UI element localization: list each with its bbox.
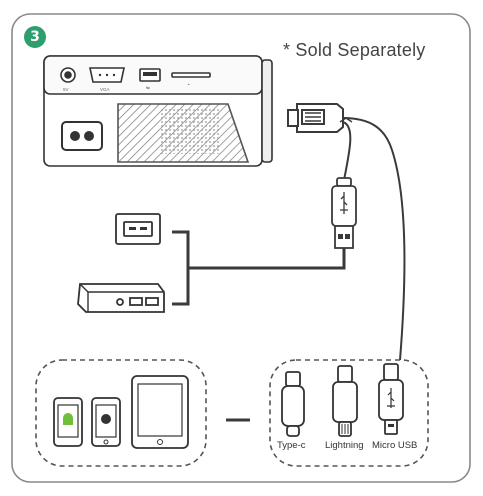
- connector-label-lightning: Lightning: [325, 440, 364, 451]
- svg-text:⇆: ⇆: [146, 85, 150, 90]
- lightning-connector-icon: [332, 365, 358, 437]
- power-bracket: [172, 230, 346, 306]
- micro-usb-connector-icon: [378, 363, 404, 435]
- sold-separately-note: * Sold Separately: [283, 40, 426, 60]
- usb-a-plug: [331, 177, 357, 249]
- devices-group-outline: [35, 359, 207, 467]
- svg-text:VGA: VGA: [100, 87, 110, 92]
- svg-text:•: •: [188, 82, 190, 87]
- port-labels: 5V VGA ⇆ •: [63, 82, 190, 92]
- connectors-group-outline: [269, 359, 429, 467]
- tablet-icon: [131, 375, 189, 449]
- power-bank-icon: [77, 283, 165, 313]
- connector-label-micro-usb: Micro USB: [372, 440, 418, 451]
- svg-text:5V: 5V: [63, 87, 69, 92]
- apple-phone-icon: [91, 397, 121, 447]
- android-phone-icon: [53, 397, 83, 447]
- connector-label-type-c: Type-c: [277, 440, 306, 451]
- projector-illustration: [43, 55, 273, 167]
- wall-socket-icon: [115, 213, 161, 245]
- type-c-connector-icon: [281, 371, 305, 437]
- cable: [287, 103, 406, 361]
- step-number-badge: 3: [24, 26, 46, 48]
